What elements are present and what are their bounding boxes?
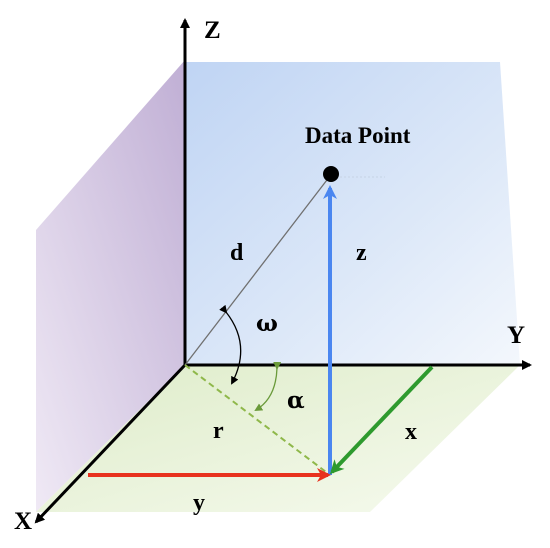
omega-label: ω (256, 310, 278, 337)
alpha-arc (254, 361, 282, 412)
x-axis-label: X (14, 508, 32, 535)
back-wall-plane (185, 62, 520, 365)
z-axis-label: Z (204, 17, 221, 44)
x-vector (329, 365, 434, 475)
r-label: r (213, 418, 224, 444)
d-label: d (230, 240, 244, 266)
x-vector-label: x (405, 419, 417, 445)
alpha-label: α (287, 387, 305, 414)
y-axis-label: Y (507, 322, 525, 349)
data-point-marker (323, 166, 339, 182)
left-wall-plane (36, 60, 185, 512)
r-projection-line (184, 364, 331, 476)
data-point-label: Data Point (305, 123, 411, 148)
z-label: z (356, 240, 367, 266)
omega-arc (219, 304, 242, 385)
x-axis (34, 363, 187, 524)
d-line (184, 175, 331, 366)
y-vector-label: y (193, 490, 205, 516)
